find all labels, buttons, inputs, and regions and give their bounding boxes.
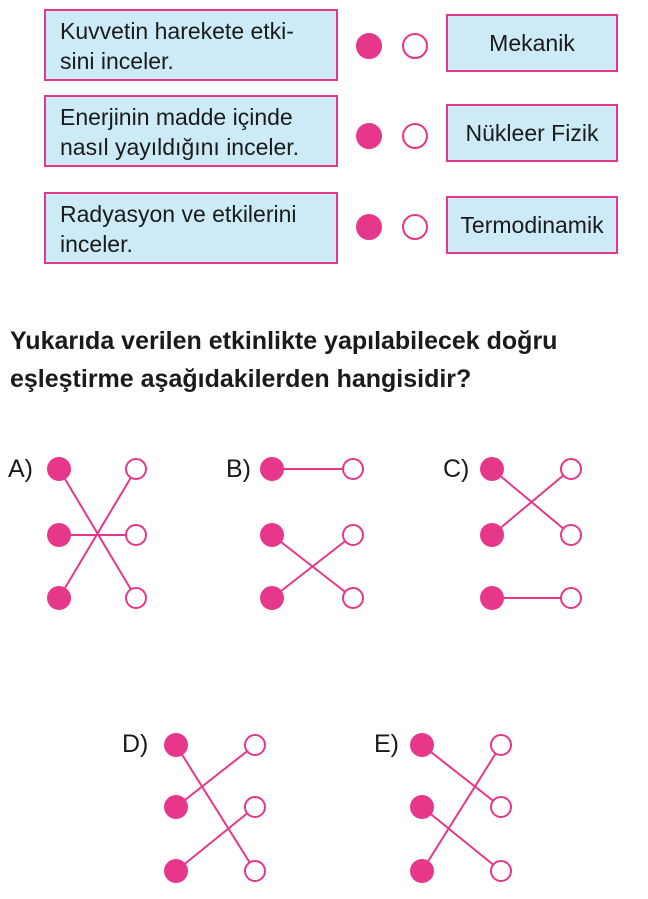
- option-e-diagram[interactable]: [410, 733, 512, 883]
- activity-left-box-3: Radyasyon ve etkilerini inceler.: [44, 192, 338, 264]
- option-c-filled-dot-3: [480, 586, 504, 610]
- option-e-open-dot-3: [490, 860, 512, 882]
- option-c-link-2: [491, 468, 572, 536]
- option-e-open-dot-2: [490, 796, 512, 818]
- option-e-filled-dot-3: [410, 859, 434, 883]
- option-e-filled-dot-1: [410, 733, 434, 757]
- option-b-link-3: [271, 534, 354, 599]
- option-b-open-dot-2: [342, 524, 364, 546]
- option-c-diagram[interactable]: [480, 457, 582, 610]
- option-d-open-dot-3: [244, 860, 266, 882]
- activity-left-box-1: Kuvvetin harekete etki- sini inceler.: [44, 9, 338, 81]
- option-d-link-2: [175, 744, 256, 808]
- option-e-link-1: [421, 744, 502, 808]
- left-box-3-line1: Radyasyon ve etkilerini: [60, 201, 297, 227]
- option-a-open-dot-1: [125, 458, 147, 480]
- option-b-diagram[interactable]: [260, 457, 364, 610]
- option-a-link-3: [58, 468, 137, 599]
- option-e-label[interactable]: E): [374, 730, 399, 758]
- option-c-filled-dot-2: [480, 523, 504, 547]
- option-a-label[interactable]: A): [8, 455, 33, 483]
- left-box-3-line2: inceler.: [60, 231, 133, 257]
- activity-open-dot-3[interactable]: [402, 214, 428, 240]
- option-d-link-1: [175, 744, 256, 872]
- right-box-3-label: Termodinamik: [460, 212, 604, 238]
- option-b-open-dot-1: [342, 458, 364, 480]
- activity-filled-dot-1[interactable]: [356, 33, 382, 59]
- option-c-open-dot-3: [560, 587, 582, 609]
- option-c-label[interactable]: C): [443, 455, 470, 483]
- option-c-filled-dot-1: [480, 457, 504, 481]
- question-text: Yukarıda verilen etkinlikte yapılabilece…: [10, 322, 646, 398]
- question-line1: Yukarıda verilen etkinlikte yapılabilece…: [10, 327, 558, 355]
- right-box-1-label: Mekanik: [489, 30, 575, 56]
- option-d-open-dot-2: [244, 796, 266, 818]
- activity-right-box-1: Mekanik: [446, 14, 618, 72]
- option-d-filled-dot-2: [164, 795, 188, 819]
- option-a-filled-dot-1: [47, 457, 71, 481]
- option-e-open-dot-1: [490, 734, 512, 756]
- option-b-filled-dot-2: [260, 523, 284, 547]
- left-box-1-line1: Kuvvetin harekete etki-: [60, 18, 294, 44]
- option-b-open-dot-3: [342, 587, 364, 609]
- activity-filled-dot-2[interactable]: [356, 123, 382, 149]
- option-c-open-dot-2: [560, 524, 582, 546]
- question-line2: eşleştirme aşağıdakilerden hangisidir?: [10, 365, 472, 393]
- left-box-2-line1: Enerjinin madde içinde: [60, 104, 293, 130]
- activity-open-dot-2[interactable]: [402, 123, 428, 149]
- option-d-open-dot-1: [244, 734, 266, 756]
- option-d-filled-dot-3: [164, 859, 188, 883]
- activity-left-box-2: Enerjinin madde içinde nasıl yayıldığını…: [44, 95, 338, 167]
- option-d-label[interactable]: D): [122, 730, 149, 758]
- option-c-open-dot-1: [560, 458, 582, 480]
- option-e-filled-dot-2: [410, 795, 434, 819]
- option-b-filled-dot-1: [260, 457, 284, 481]
- option-d-link-3: [175, 806, 256, 872]
- left-box-1-line2: sini inceler.: [60, 48, 174, 74]
- option-a-open-dot-3: [125, 587, 147, 609]
- right-box-2-label: Nükleer Fizik: [465, 120, 599, 146]
- activity-open-dot-1[interactable]: [402, 33, 428, 59]
- option-d-diagram[interactable]: [164, 733, 266, 883]
- option-a-filled-dot-2: [47, 523, 71, 547]
- option-a-filled-dot-3: [47, 586, 71, 610]
- activity-right-box-2: Nükleer Fizik: [446, 104, 618, 162]
- activity-right-box-3: Termodinamik: [446, 196, 618, 254]
- option-d-filled-dot-1: [164, 733, 188, 757]
- option-b-filled-dot-3: [260, 586, 284, 610]
- option-b-label[interactable]: B): [226, 455, 251, 483]
- left-box-2-line2: nasıl yayıldığını inceler.: [60, 134, 300, 160]
- option-e-link-3: [421, 744, 502, 872]
- option-a-diagram[interactable]: [47, 457, 147, 610]
- option-a-open-dot-2: [125, 524, 147, 546]
- activity-filled-dot-3[interactable]: [356, 214, 382, 240]
- option-e-link-2: [421, 806, 502, 872]
